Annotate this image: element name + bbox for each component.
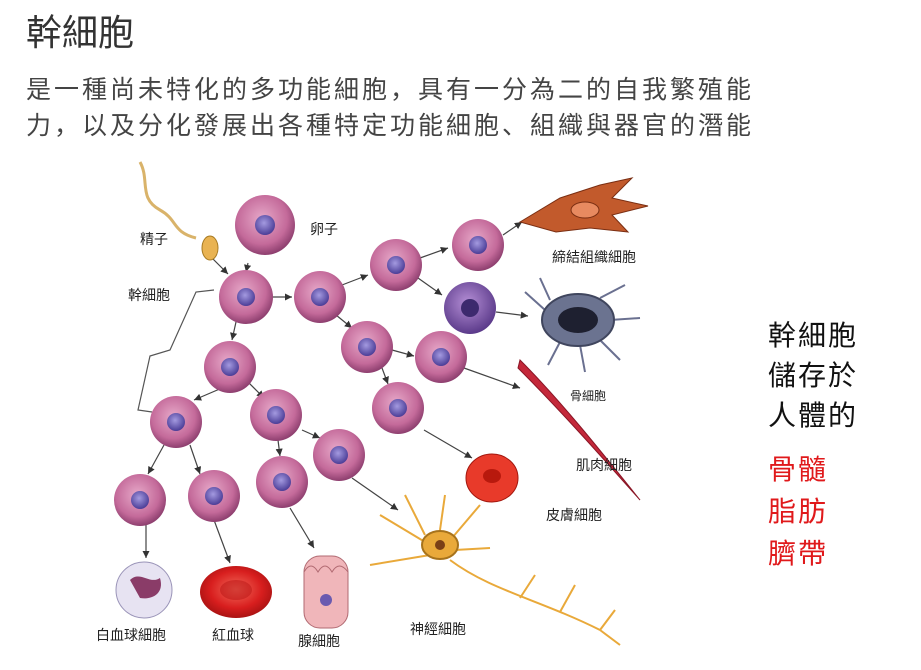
white-blood-cell-icon — [115, 561, 173, 619]
cell — [150, 396, 202, 448]
cell — [452, 219, 504, 271]
cell — [444, 282, 496, 334]
arrow — [423, 429, 473, 459]
storage-source-fat: 脂肪 — [768, 495, 829, 528]
arrow — [193, 387, 223, 401]
arrow — [230, 321, 238, 341]
label-nerve-cell: 神經細胞 — [410, 622, 466, 638]
label-stem-cell: 幹細胞 — [128, 287, 170, 304]
arrow — [213, 519, 231, 564]
label-muscle-cell: 肌肉細胞 — [576, 458, 632, 474]
arrow — [463, 367, 521, 389]
cell — [114, 474, 166, 526]
cell — [372, 382, 424, 434]
label-bone-cell: 骨細胞 — [570, 389, 606, 403]
arrow — [351, 477, 399, 511]
cell — [204, 341, 256, 393]
skin-cell-icon — [465, 453, 519, 503]
red-blood-cell-icon — [200, 566, 272, 618]
label-gland-cell: 腺細胞 — [298, 634, 340, 650]
cells — [114, 195, 504, 526]
arrow — [147, 444, 165, 475]
label-white-blood-cell: 白血球細胞 — [96, 628, 166, 644]
cell — [415, 331, 467, 383]
storage-source-umbilical-cord: 臍帶 — [768, 537, 829, 570]
bone-cell-icon — [524, 277, 641, 373]
description-line-1: 是一種尚未特化的多功能細胞，具有一分為二的自我繁殖能 — [26, 75, 755, 104]
cell-egg — [235, 195, 295, 255]
self-renewal-line — [137, 289, 215, 413]
sperm-icon — [138, 161, 219, 261]
stem-cell-differentiation-diagram: 精子 卵子 幹細胞 締結組織細胞 骨細胞 肌肉細胞 皮膚細胞 神經細胞 腺細胞 … — [96, 161, 649, 650]
storage-line-2: 儲存於 — [768, 359, 859, 392]
label-connective-cell: 締結組織細胞 — [552, 249, 636, 266]
arrow — [211, 257, 229, 275]
label-skin-cell: 皮膚細胞 — [546, 508, 602, 524]
arrow — [289, 507, 315, 549]
cell — [313, 429, 365, 481]
label-sperm: 精子 — [140, 232, 168, 248]
gland-cell-icon — [303, 555, 349, 629]
cell — [188, 470, 240, 522]
cell — [294, 271, 346, 323]
nerve-cell-icon — [369, 494, 621, 646]
description-line-2: 力，以及分化發展出各種特定功能細胞、組織與器官的潛能 — [26, 111, 755, 140]
storage-line-1: 幹細胞 — [768, 319, 859, 352]
muscle-cell-icon — [517, 359, 641, 501]
cell — [250, 389, 302, 441]
arrow — [502, 221, 523, 236]
connective-tissue-cell-icon — [518, 177, 649, 233]
label-red-blood-cell: 紅血球 — [212, 628, 254, 644]
page-title: 幹細胞 — [26, 13, 135, 54]
arrow — [417, 277, 443, 296]
label-egg: 卵子 — [310, 222, 338, 238]
arrow — [301, 429, 321, 439]
arrow — [495, 311, 529, 319]
cell-stem — [219, 270, 273, 324]
arrow — [335, 314, 353, 329]
arrow — [381, 367, 389, 385]
storage-line-3: 人體的 — [768, 399, 859, 432]
cell — [256, 456, 308, 508]
cell — [370, 239, 422, 291]
arrow — [275, 439, 283, 457]
storage-source-bone-marrow: 骨髓 — [768, 453, 829, 486]
arrow — [189, 444, 202, 475]
arrow — [341, 274, 369, 286]
arrow — [391, 349, 415, 358]
cell — [341, 321, 393, 373]
arrows — [142, 221, 529, 564]
arrow — [419, 247, 449, 259]
